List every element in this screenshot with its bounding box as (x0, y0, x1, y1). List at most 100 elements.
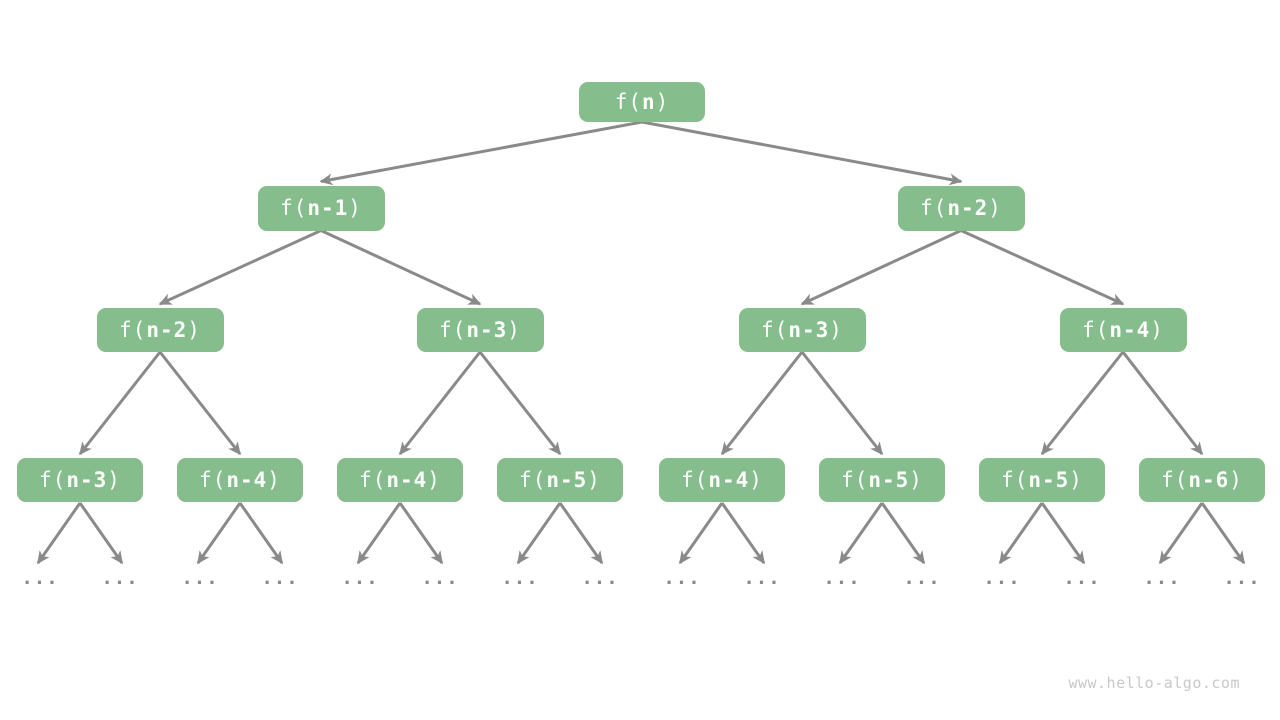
node-label-argument: n-2 (146, 318, 188, 342)
ellipsis: ... (1143, 567, 1181, 589)
ellipsis: ... (421, 567, 459, 589)
node-label-argument: n-5 (1028, 468, 1070, 492)
node-label-prefix: f( (761, 318, 789, 342)
ellipsis: ... (261, 567, 299, 589)
node-label-argument: n (641, 90, 656, 114)
ellipsis: ... (663, 567, 701, 589)
edge-arrow (158, 229, 322, 306)
node-label-argument: n-3 (66, 468, 108, 492)
node-label-argument: n-4 (708, 468, 750, 492)
tree-node-n-5: f(n-5) (819, 458, 945, 502)
leaf-arrow (558, 502, 604, 565)
edge-arrow (319, 120, 643, 186)
leaf-arrow (720, 502, 766, 565)
tree-node-n-3: f(n-3) (738, 308, 866, 352)
node-label-argument: n-2 (947, 196, 989, 220)
node-label-suffix: ) (587, 468, 601, 492)
edge-arrow (960, 229, 1125, 306)
node-label-prefix: f( (1001, 468, 1029, 492)
node-label-prefix: f( (359, 468, 387, 492)
leaf-arrow (196, 502, 242, 565)
tree-node-n-2: f(n-2) (96, 308, 224, 352)
tree-node-n-5: f(n-5) (979, 458, 1105, 502)
node-label-suffix: ) (655, 90, 670, 114)
node-label-suffix: ) (749, 468, 763, 492)
ellipsis: ... (903, 567, 941, 589)
tree-node-n: f(n) (579, 82, 705, 122)
tree-node-n-3: f(n-3) (416, 308, 544, 352)
node-label-argument: n-3 (788, 318, 830, 342)
node-label-prefix: f( (280, 196, 308, 220)
leaf-arrow (78, 502, 124, 565)
ellipsis: ... (181, 567, 219, 589)
tree-node-n-2: f(n-2) (897, 185, 1025, 231)
node-label-suffix: ) (348, 196, 362, 220)
node-label-suffix: ) (1150, 318, 1164, 342)
node-label-suffix: ) (267, 468, 281, 492)
node-label-argument: n-3 (466, 318, 508, 342)
node-label-argument: n-4 (226, 468, 268, 492)
node-label-prefix: f( (841, 468, 869, 492)
ellipsis: ... (983, 567, 1021, 589)
ellipsis: ... (743, 567, 781, 589)
tree-node-n-1: f(n-1) (257, 185, 385, 231)
node-label-prefix: f( (614, 90, 642, 114)
node-label-prefix: f( (681, 468, 709, 492)
node-label-prefix: f( (1082, 318, 1110, 342)
edge-arrow (641, 120, 963, 186)
leaf-arrow (398, 502, 444, 565)
node-label-argument: n-5 (868, 468, 910, 492)
ellipsis: ... (101, 567, 139, 589)
node-label-suffix: ) (187, 318, 201, 342)
node-label-suffix: ) (107, 468, 121, 492)
tree-node-n-4: f(n-4) (337, 458, 463, 502)
leaf-arrow (1158, 502, 1204, 565)
leaf-arrow (678, 502, 724, 565)
leaf-arrow (516, 502, 562, 565)
leaf-arrow (998, 502, 1044, 565)
node-label-argument: n-4 (386, 468, 428, 492)
tree-node-n-6: f(n-6) (1139, 458, 1265, 502)
watermark: www.hello-algo.com (1068, 674, 1240, 692)
edge-arrow (78, 351, 162, 456)
node-label-prefix: f( (519, 468, 547, 492)
node-label-prefix: f( (439, 318, 467, 342)
node-label-suffix: ) (1069, 468, 1083, 492)
edge-arrow (720, 351, 804, 456)
node-label-suffix: ) (909, 468, 923, 492)
ellipsis: ... (21, 567, 59, 589)
leaf-arrow (238, 502, 284, 565)
node-label-argument: n-4 (1109, 318, 1151, 342)
node-label-suffix: ) (829, 318, 843, 342)
edge-arrow (800, 351, 884, 456)
node-label-argument: n-1 (307, 196, 349, 220)
tree-node-n-5: f(n-5) (497, 458, 623, 502)
node-label-suffix: ) (988, 196, 1002, 220)
node-label-prefix: f( (199, 468, 227, 492)
node-label-suffix: ) (427, 468, 441, 492)
edge-arrow (1040, 351, 1125, 456)
ellipsis: ... (581, 567, 619, 589)
tree-node-n-4: f(n-4) (177, 458, 303, 502)
ellipsis: ... (1063, 567, 1101, 589)
node-label-prefix: f( (39, 468, 67, 492)
leaf-arrow (1200, 502, 1246, 565)
leaf-arrow (356, 502, 402, 565)
node-label-prefix: f( (119, 318, 147, 342)
node-label-prefix: f( (920, 196, 948, 220)
tree-node-n-4: f(n-4) (1059, 308, 1187, 352)
leaf-arrow (838, 502, 884, 565)
node-label-prefix: f( (1161, 468, 1189, 492)
edge-arrow (478, 351, 562, 456)
edge-arrow (1121, 351, 1204, 456)
edge-arrow (320, 229, 482, 306)
tree-node-n-4: f(n-4) (659, 458, 785, 502)
node-label-suffix: ) (507, 318, 521, 342)
leaf-arrow (36, 502, 82, 565)
node-label-suffix: ) (1229, 468, 1243, 492)
edge-arrow (158, 351, 242, 456)
leaf-arrow (1040, 502, 1086, 565)
edge-arrow (398, 351, 482, 456)
